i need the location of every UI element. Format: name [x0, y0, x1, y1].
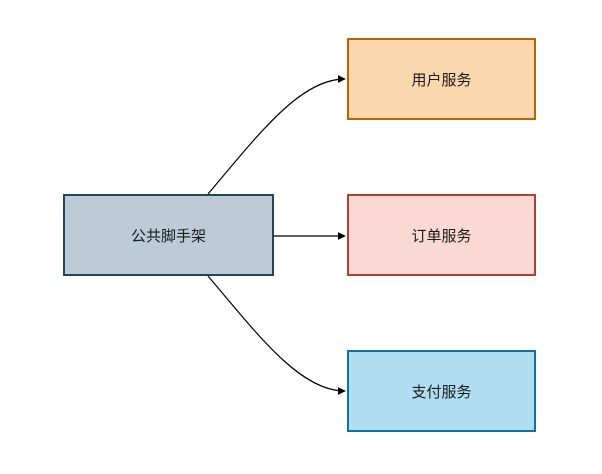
edge-scaffold-to-user-service: [207, 75, 346, 195]
node-user-service-label: 用户服务: [411, 70, 472, 89]
node-order-service-label: 订单服务: [411, 226, 472, 245]
edge-scaffold-to-pay-service: [207, 275, 346, 395]
node-order-service[interactable]: 订单服务: [347, 194, 536, 276]
node-pay-service[interactable]: 支付服务: [347, 350, 536, 432]
node-user-service[interactable]: 用户服务: [347, 38, 536, 120]
node-common-scaffold-label: 公共脚手架: [130, 226, 206, 245]
node-pay-service-label: 支付服务: [411, 382, 472, 401]
node-common-scaffold[interactable]: 公共脚手架: [63, 194, 274, 276]
